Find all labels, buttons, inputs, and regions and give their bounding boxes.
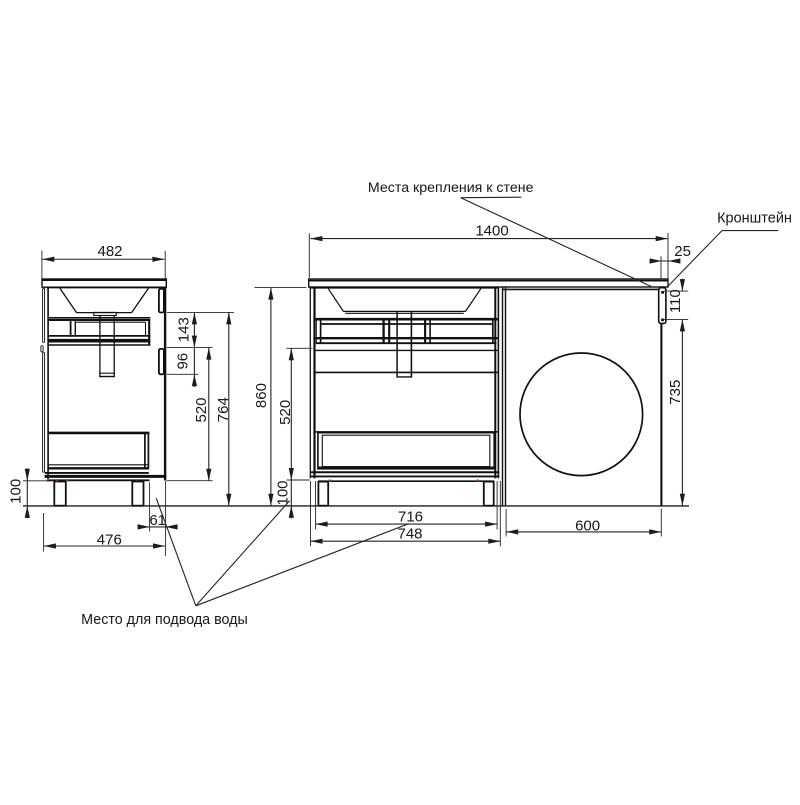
svg-text:735: 735 — [667, 380, 684, 405]
svg-text:Кронштейн: Кронштейн — [717, 211, 792, 227]
svg-text:600: 600 — [575, 518, 600, 535]
svg-text:25: 25 — [674, 243, 691, 260]
svg-text:Место для подвода воды: Место для подвода воды — [81, 612, 248, 628]
svg-text:61: 61 — [149, 512, 166, 529]
svg-text:764: 764 — [215, 397, 232, 422]
svg-text:143: 143 — [176, 317, 193, 342]
svg-text:476: 476 — [97, 532, 122, 549]
svg-text:716: 716 — [398, 508, 423, 525]
svg-text:100: 100 — [275, 480, 292, 505]
svg-text:100: 100 — [8, 479, 25, 504]
svg-text:520: 520 — [277, 400, 294, 425]
svg-text:110: 110 — [667, 289, 684, 313]
svg-text:96: 96 — [175, 353, 192, 370]
svg-text:482: 482 — [97, 243, 122, 260]
svg-text:520: 520 — [193, 397, 210, 422]
svg-text:1400: 1400 — [475, 223, 508, 240]
svg-text:748: 748 — [397, 525, 422, 542]
svg-text:Места крепления к стене: Места крепления к стене — [368, 180, 534, 196]
svg-text:860: 860 — [253, 383, 270, 408]
